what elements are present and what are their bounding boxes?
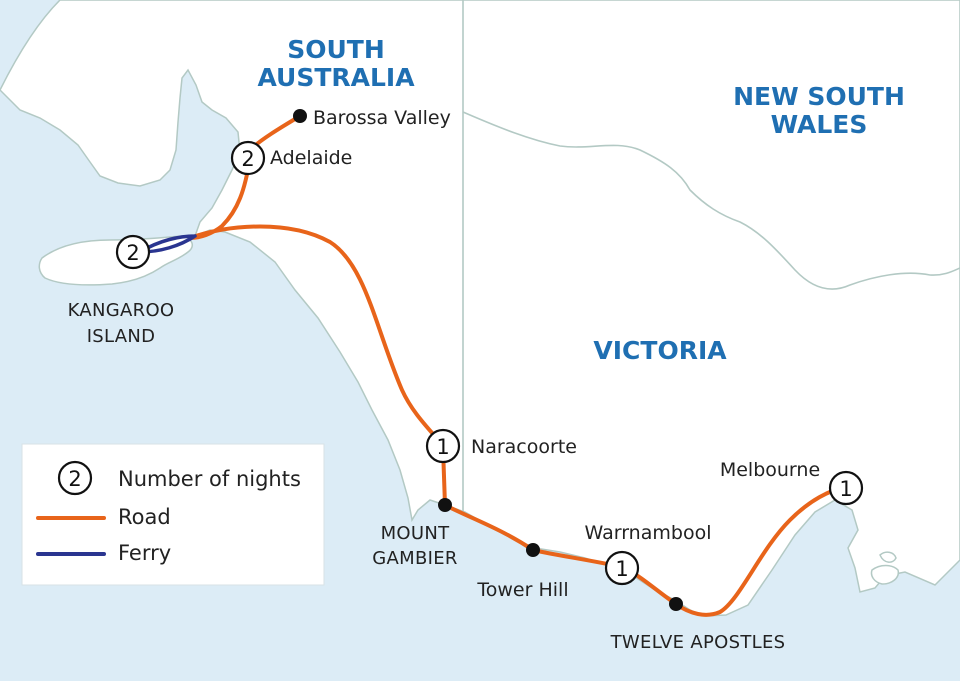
legend: 2 Number of nights Road Ferry — [21, 443, 325, 586]
legend-ferry-label: Ferry — [118, 541, 171, 565]
twelve-apostles-label: TWELVE APOSTLES — [610, 632, 786, 653]
french-island-land — [879, 551, 897, 563]
barossa-valley-label: Barossa Valley — [313, 107, 451, 129]
new-south-wales-label-line1: NEW SOUTH — [733, 82, 905, 111]
naracoorte-label: Naracoorte — [471, 436, 577, 458]
naracoorte-nights-badge: 1 — [425, 428, 461, 464]
tower-hill-marker — [526, 543, 540, 557]
kangaroo-island-nights: 2 — [126, 241, 139, 265]
border-nsw-vic — [462, 111, 960, 290]
kangaroo-island-land — [38, 235, 193, 286]
melbourne-nights: 1 — [839, 477, 852, 501]
adelaide-nights-badge: 2 — [230, 140, 266, 176]
naracoorte-nights: 1 — [436, 435, 449, 459]
legend-road-label: Road — [118, 505, 171, 529]
tower-hill-label: Tower Hill — [476, 579, 568, 601]
kangaroo-island-label-line2: ISLAND — [87, 326, 156, 347]
adelaide-label: Adelaide — [270, 147, 352, 169]
twelve-apostles-marker — [669, 597, 683, 611]
phillip-island-land — [870, 564, 900, 585]
south-australia-label-line2: AUSTRALIA — [257, 63, 415, 92]
road-route — [188, 114, 848, 617]
melbourne-nights-badge: 1 — [828, 470, 864, 506]
adelaide-nights: 2 — [241, 147, 254, 171]
warrnambool-nights-badge: 1 — [604, 550, 640, 586]
legend-nights-sample: 2 — [68, 467, 81, 491]
new-south-wales-label-line2: WALES — [771, 110, 868, 139]
south-australia-label-line1: SOUTH — [287, 35, 385, 64]
mount-gambier-label-line1: MOUNT — [381, 523, 451, 544]
barossa-valley-marker — [293, 109, 307, 123]
mount-gambier-label-line2: GAMBIER — [372, 548, 457, 569]
kangaroo-island-nights-badge: 2 — [115, 234, 151, 270]
warrnambool-nights: 1 — [615, 557, 628, 581]
kangaroo-island-label-line1: KANGAROO — [68, 300, 175, 321]
melbourne-label: Melbourne — [720, 459, 820, 481]
legend-nights-icon — [57, 460, 93, 496]
mount-gambier-marker — [438, 498, 452, 512]
warrnambool-label: Warrnambool — [585, 522, 712, 544]
victoria-label: VICTORIA — [593, 336, 727, 365]
legend-nights-label: Number of nights — [118, 467, 301, 491]
